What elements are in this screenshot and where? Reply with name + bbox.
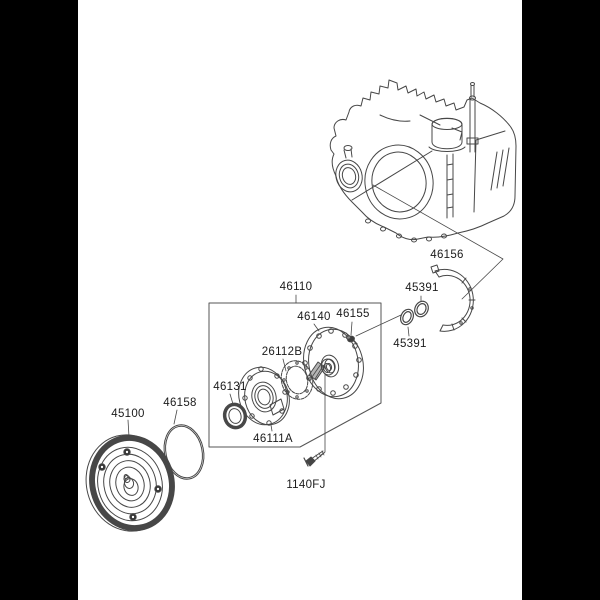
- bolt-1140FJ-drawing: [303, 450, 325, 467]
- part-label-26112B: 26112B: [261, 346, 303, 358]
- part-label-45391-upper: 45391: [405, 282, 439, 294]
- gasket-46156-drawing: [430, 264, 476, 332]
- leader-46156: [372, 184, 504, 300]
- leader-46158: [173, 409, 178, 425]
- part-label-45100: 45100: [111, 408, 145, 420]
- part-label-46110: 46110: [279, 281, 313, 293]
- transmission-case-drawing: [329, 79, 517, 243]
- part-label-46111A: 46111A: [253, 433, 293, 445]
- leader-46111A: [270, 424, 273, 432]
- pump-cover-46140-drawing: [302, 326, 364, 400]
- oring-45391-lower-drawing: [399, 308, 415, 326]
- torque-converter-45100-drawing: [85, 434, 175, 532]
- catalog-page: [78, 0, 522, 600]
- part-label-46156: 46156: [430, 249, 464, 261]
- leader-26112B: [282, 358, 287, 372]
- leader-46155: [350, 321, 353, 336]
- bolt-46155-drawing: [346, 335, 358, 345]
- part-label-45391-lower: 45391: [393, 338, 427, 350]
- leader-46140: [313, 323, 320, 332]
- leader-45391-lower: [407, 326, 410, 337]
- pump-housing-46111A-drawing: [238, 366, 290, 426]
- oil-seal-46131-drawing: [222, 402, 248, 430]
- leader-pump-to-oring: [355, 314, 402, 337]
- leader-45100: [127, 419, 130, 438]
- part-label-46158: 46158: [163, 397, 197, 409]
- group-box-46110: [208, 302, 382, 448]
- part-label-46155: 46155: [336, 308, 370, 320]
- axle-seal-bore: [335, 145, 363, 193]
- part-label-46140: 46140: [297, 311, 331, 323]
- oring-46158-drawing: [163, 424, 205, 480]
- part-label-46131: 46131: [213, 381, 247, 393]
- filler-tube-drawing: [466, 82, 479, 153]
- canister-drawing: [428, 117, 466, 152]
- leader-1140FJ: [320, 373, 326, 456]
- part-label-1140FJ: 1140FJ: [286, 479, 326, 491]
- oring-45391-upper-drawing: [414, 300, 429, 318]
- leader-46131: [229, 393, 234, 405]
